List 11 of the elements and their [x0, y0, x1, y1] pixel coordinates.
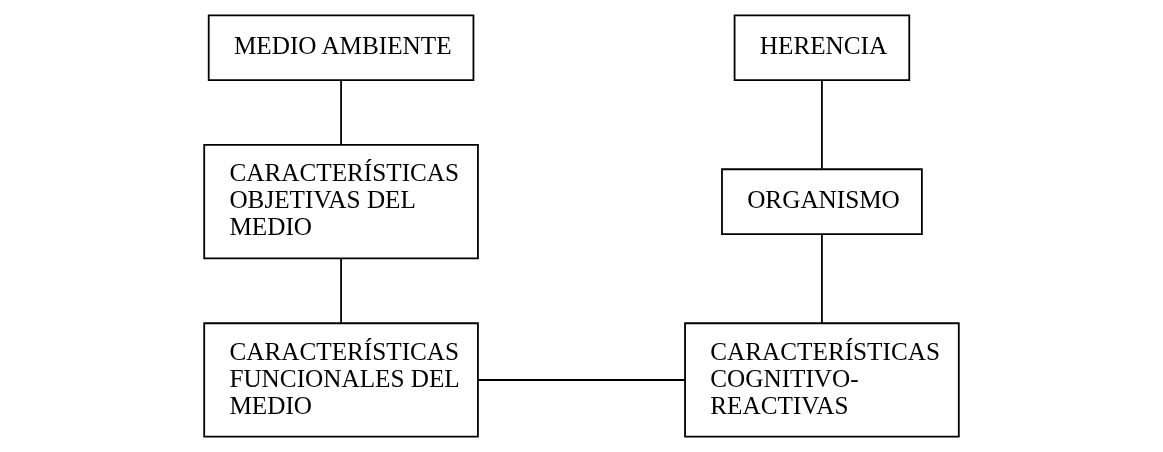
- node-box: HERENCIA: [733, 14, 911, 82]
- connector: [821, 233, 823, 325]
- node-box: ORGANISMO: [721, 168, 923, 235]
- node-box: CARACTERÍSTICAS OBJETIVAS DEL MEDIO: [203, 144, 479, 260]
- connector: [340, 79, 342, 146]
- node-box: CARACTERÍSTICAS COGNITIVO-REACTIVAS: [684, 322, 960, 438]
- node-box: MEDIO AMBIENTE: [207, 14, 475, 82]
- connector: [821, 79, 823, 170]
- node-box: CARACTERÍSTICAS FUNCIONALES DEL MEDIO: [203, 322, 479, 438]
- connector: [340, 257, 342, 324]
- connector: [477, 379, 686, 381]
